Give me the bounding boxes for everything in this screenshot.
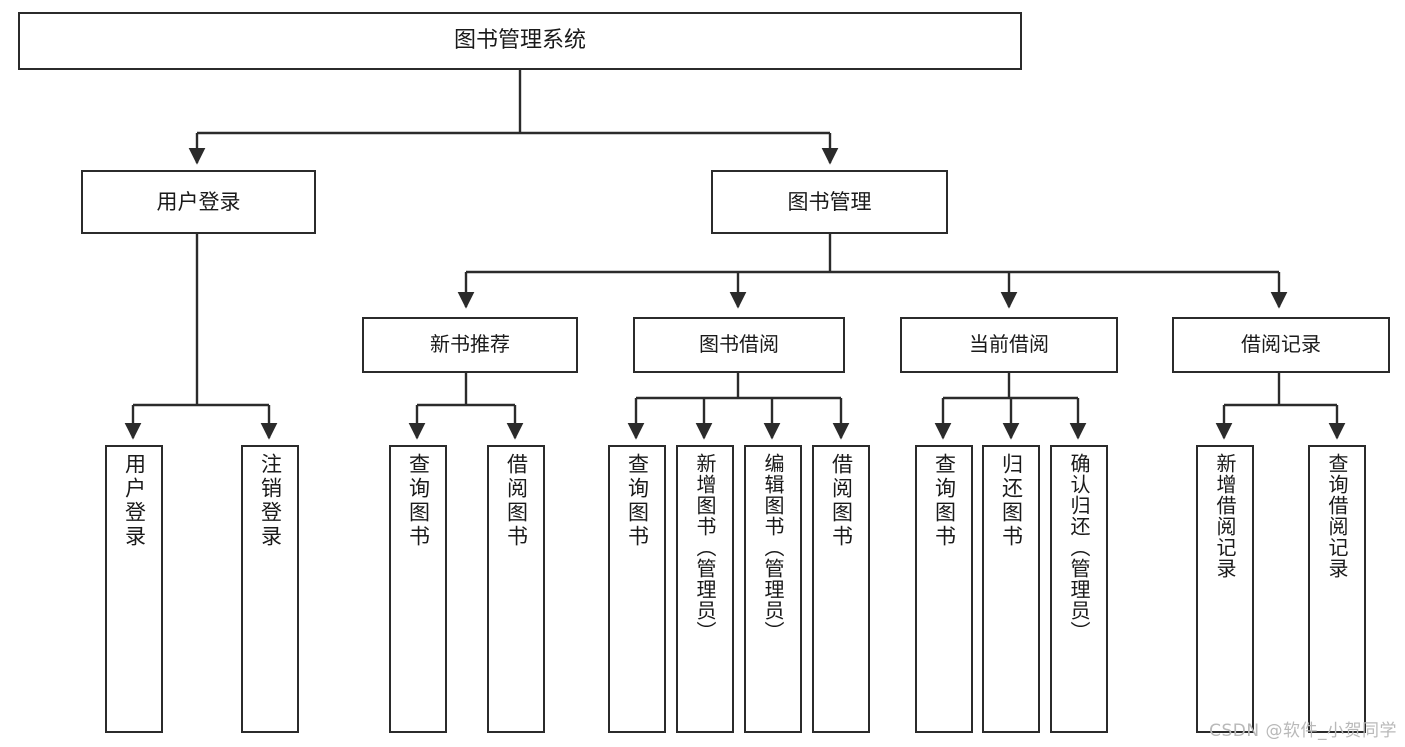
node-label: 查询借阅记录 [1325, 453, 1349, 579]
leaf-borrow-book[interactable]: 借阅图书 [812, 445, 870, 733]
leaf-add-borrow-record[interactable]: 新增借阅记录 [1196, 445, 1254, 733]
node-label: 新增图书（管理员） [693, 453, 717, 642]
node-label: 新增借阅记录 [1213, 453, 1237, 579]
leaf-query-book-recommend[interactable]: 查询图书 [389, 445, 447, 733]
watermark: CSDN @软件_小贺同学 [1209, 721, 1397, 741]
node-label: 借阅记录 [1241, 332, 1321, 357]
node-label: 查询图书 [625, 453, 650, 549]
leaf-return-book[interactable]: 归还图书 [982, 445, 1040, 733]
leaf-query-borrow-record[interactable]: 查询借阅记录 [1308, 445, 1366, 733]
leaf-query-book-borrow[interactable]: 查询图书 [608, 445, 666, 733]
node-label: 借阅图书 [829, 453, 854, 549]
node-label: 借阅图书 [504, 453, 529, 549]
node-label: 查询图书 [932, 453, 957, 549]
node-label: 确认归还（管理员） [1067, 453, 1091, 642]
node-current-borrow[interactable]: 当前借阅 [900, 317, 1118, 373]
node-label: 新书推荐 [430, 332, 510, 357]
node-root-system[interactable]: 图书管理系统 [18, 12, 1022, 70]
node-book-borrow[interactable]: 图书借阅 [633, 317, 845, 373]
leaf-edit-book-admin[interactable]: 编辑图书（管理员） [744, 445, 802, 733]
node-label: 用户登录 [156, 189, 241, 214]
node-label: 图书管理系统 [453, 28, 586, 54]
node-label: 注销登录 [258, 453, 283, 549]
node-user-login[interactable]: 用户登录 [81, 170, 316, 234]
node-borrow-record[interactable]: 借阅记录 [1172, 317, 1390, 373]
node-new-book-recommend[interactable]: 新书推荐 [362, 317, 578, 373]
node-label: 图书管理 [787, 189, 872, 214]
leaf-query-book-current[interactable]: 查询图书 [915, 445, 973, 733]
node-label: 图书借阅 [699, 332, 779, 357]
node-label: 查询图书 [406, 453, 431, 549]
leaf-confirm-return-admin[interactable]: 确认归还（管理员） [1050, 445, 1108, 733]
leaf-add-book-admin[interactable]: 新增图书（管理员） [676, 445, 734, 733]
node-label: 编辑图书（管理员） [761, 453, 785, 642]
node-label: 当前借阅 [969, 332, 1049, 357]
node-book-management[interactable]: 图书管理 [711, 170, 948, 234]
leaf-logout[interactable]: 注销登录 [241, 445, 299, 733]
node-label: 用户登录 [122, 453, 147, 549]
leaf-borrow-book-recommend[interactable]: 借阅图书 [487, 445, 545, 733]
leaf-user-login[interactable]: 用户登录 [105, 445, 163, 733]
node-label: 归还图书 [999, 453, 1024, 549]
